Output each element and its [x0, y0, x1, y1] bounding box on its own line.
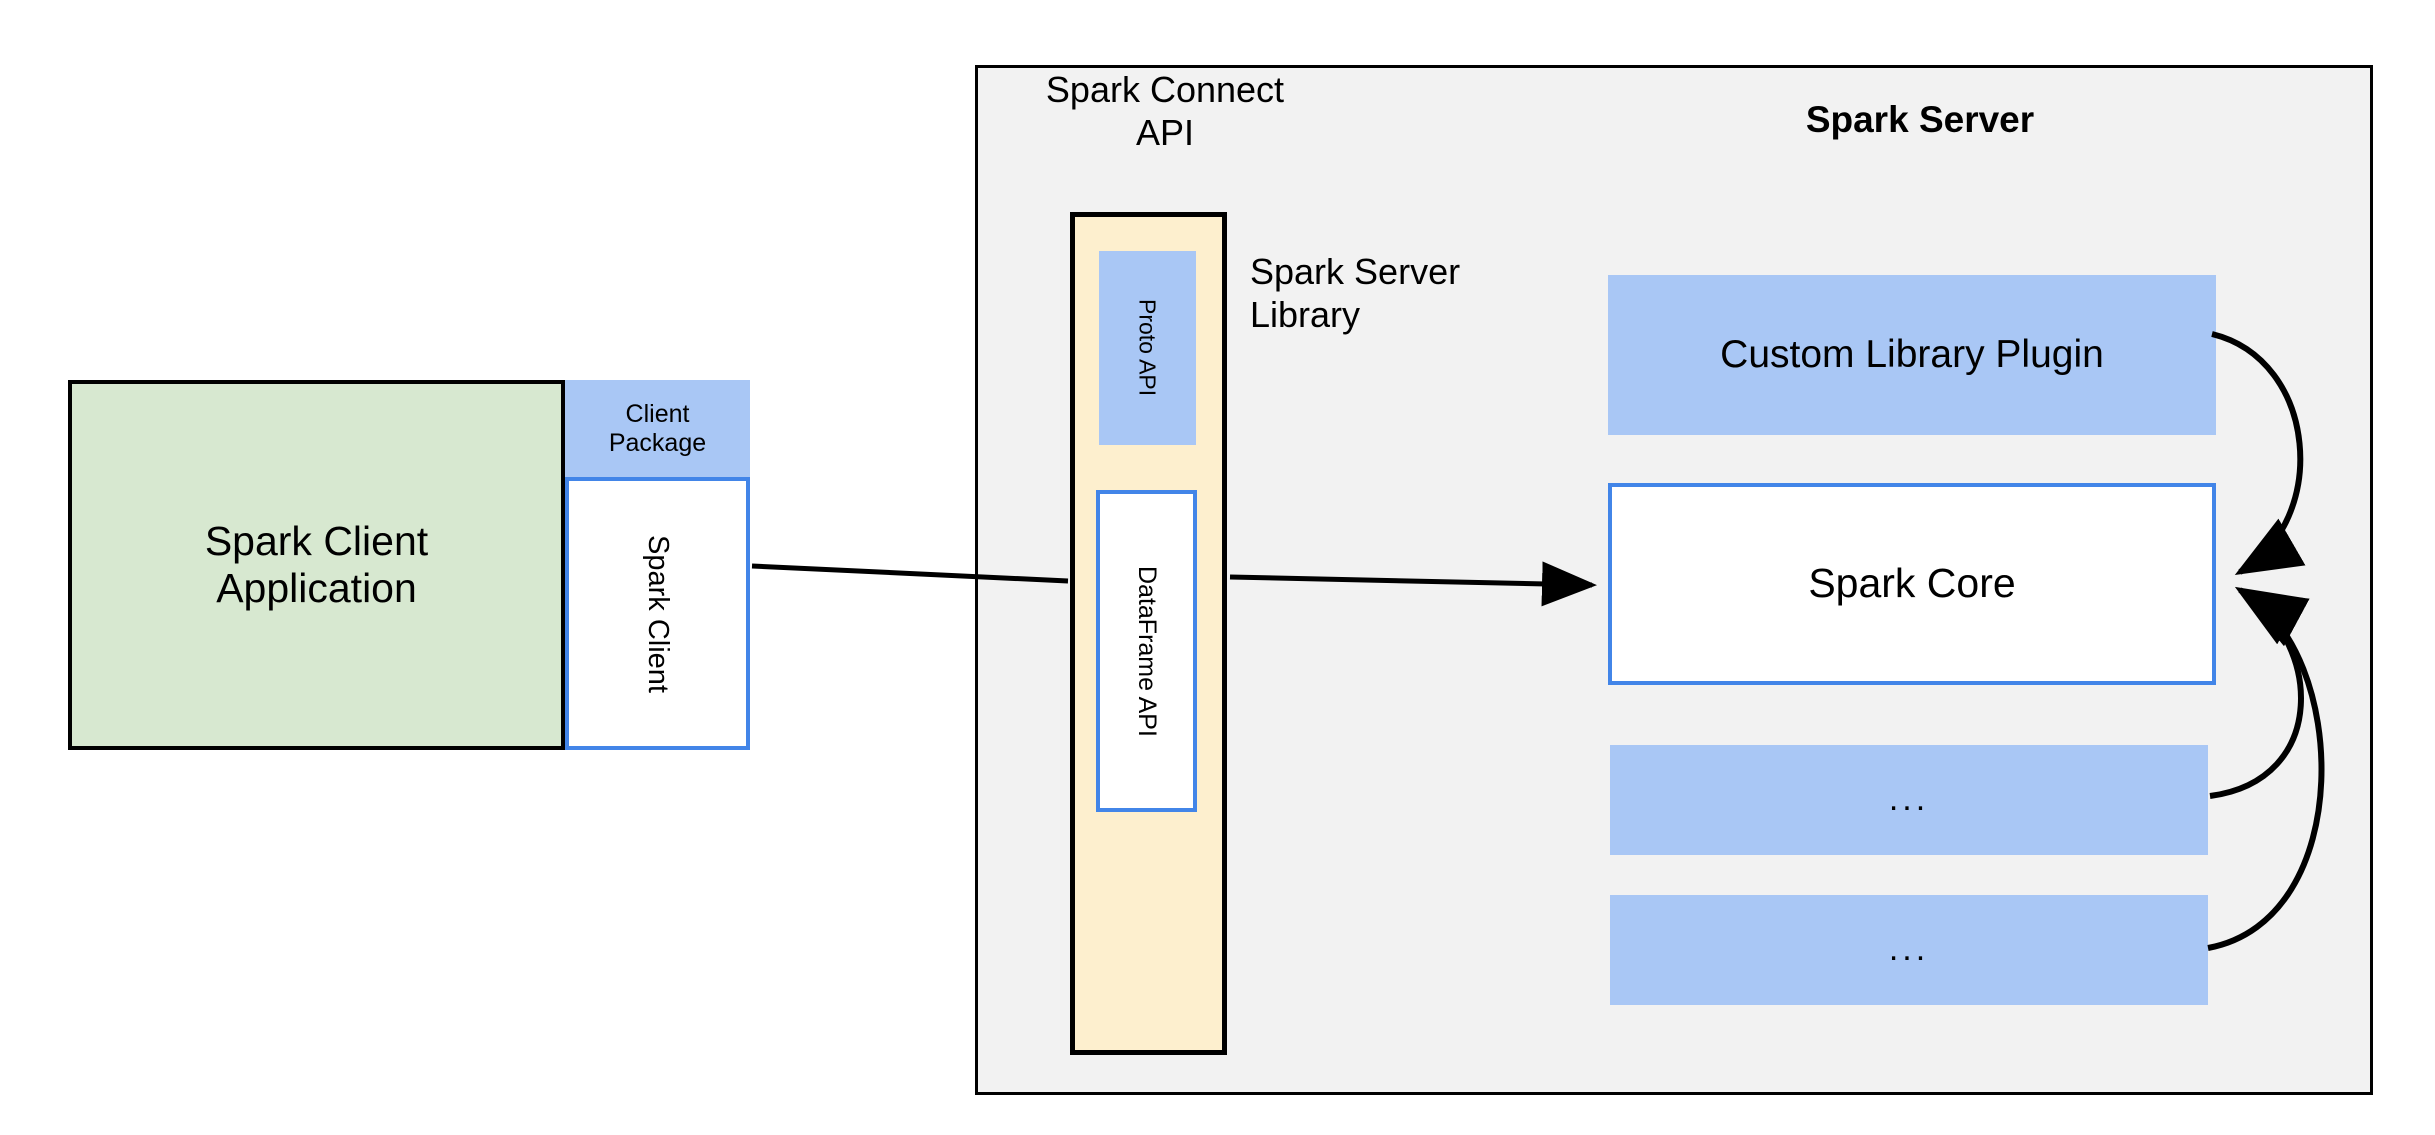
- client-package-box: Client Package: [565, 380, 750, 477]
- spark-client-application-label: Spark Client Application: [204, 517, 429, 611]
- spark-client-label: Spark Client: [642, 534, 675, 693]
- spark-connect-api-label: Spark Connect API: [1045, 69, 1285, 154]
- spark-client-box: Spark Client: [565, 477, 750, 750]
- server-box-ellipsis-1-label: ...: [1888, 780, 1930, 819]
- server-box-ellipsis-2-label: ...: [1888, 930, 1930, 969]
- server-box-ellipsis-2: ...: [1610, 895, 2208, 1005]
- spark-core-label: Spark Core: [1808, 560, 2016, 607]
- proto-api-box: Proto API: [1099, 251, 1196, 445]
- server-box-ellipsis-1: ...: [1610, 745, 2208, 855]
- spark-server-library-label: Spark Server Library: [1250, 251, 1461, 336]
- dataframe-api-label: DataFrame API: [1132, 565, 1161, 737]
- custom-library-plugin-label: Custom Library Plugin: [1720, 332, 2104, 376]
- spark-core-box: Spark Core: [1608, 483, 2216, 685]
- custom-library-plugin-box: Custom Library Plugin: [1608, 275, 2216, 435]
- spark-client-application-box: Spark Client Application: [68, 380, 565, 750]
- proto-api-label: Proto API: [1134, 299, 1161, 397]
- client-package-label: Client Package: [608, 399, 707, 457]
- spark-server-title: Spark Server: [1805, 99, 2035, 140]
- dataframe-api-box: DataFrame API: [1096, 490, 1197, 812]
